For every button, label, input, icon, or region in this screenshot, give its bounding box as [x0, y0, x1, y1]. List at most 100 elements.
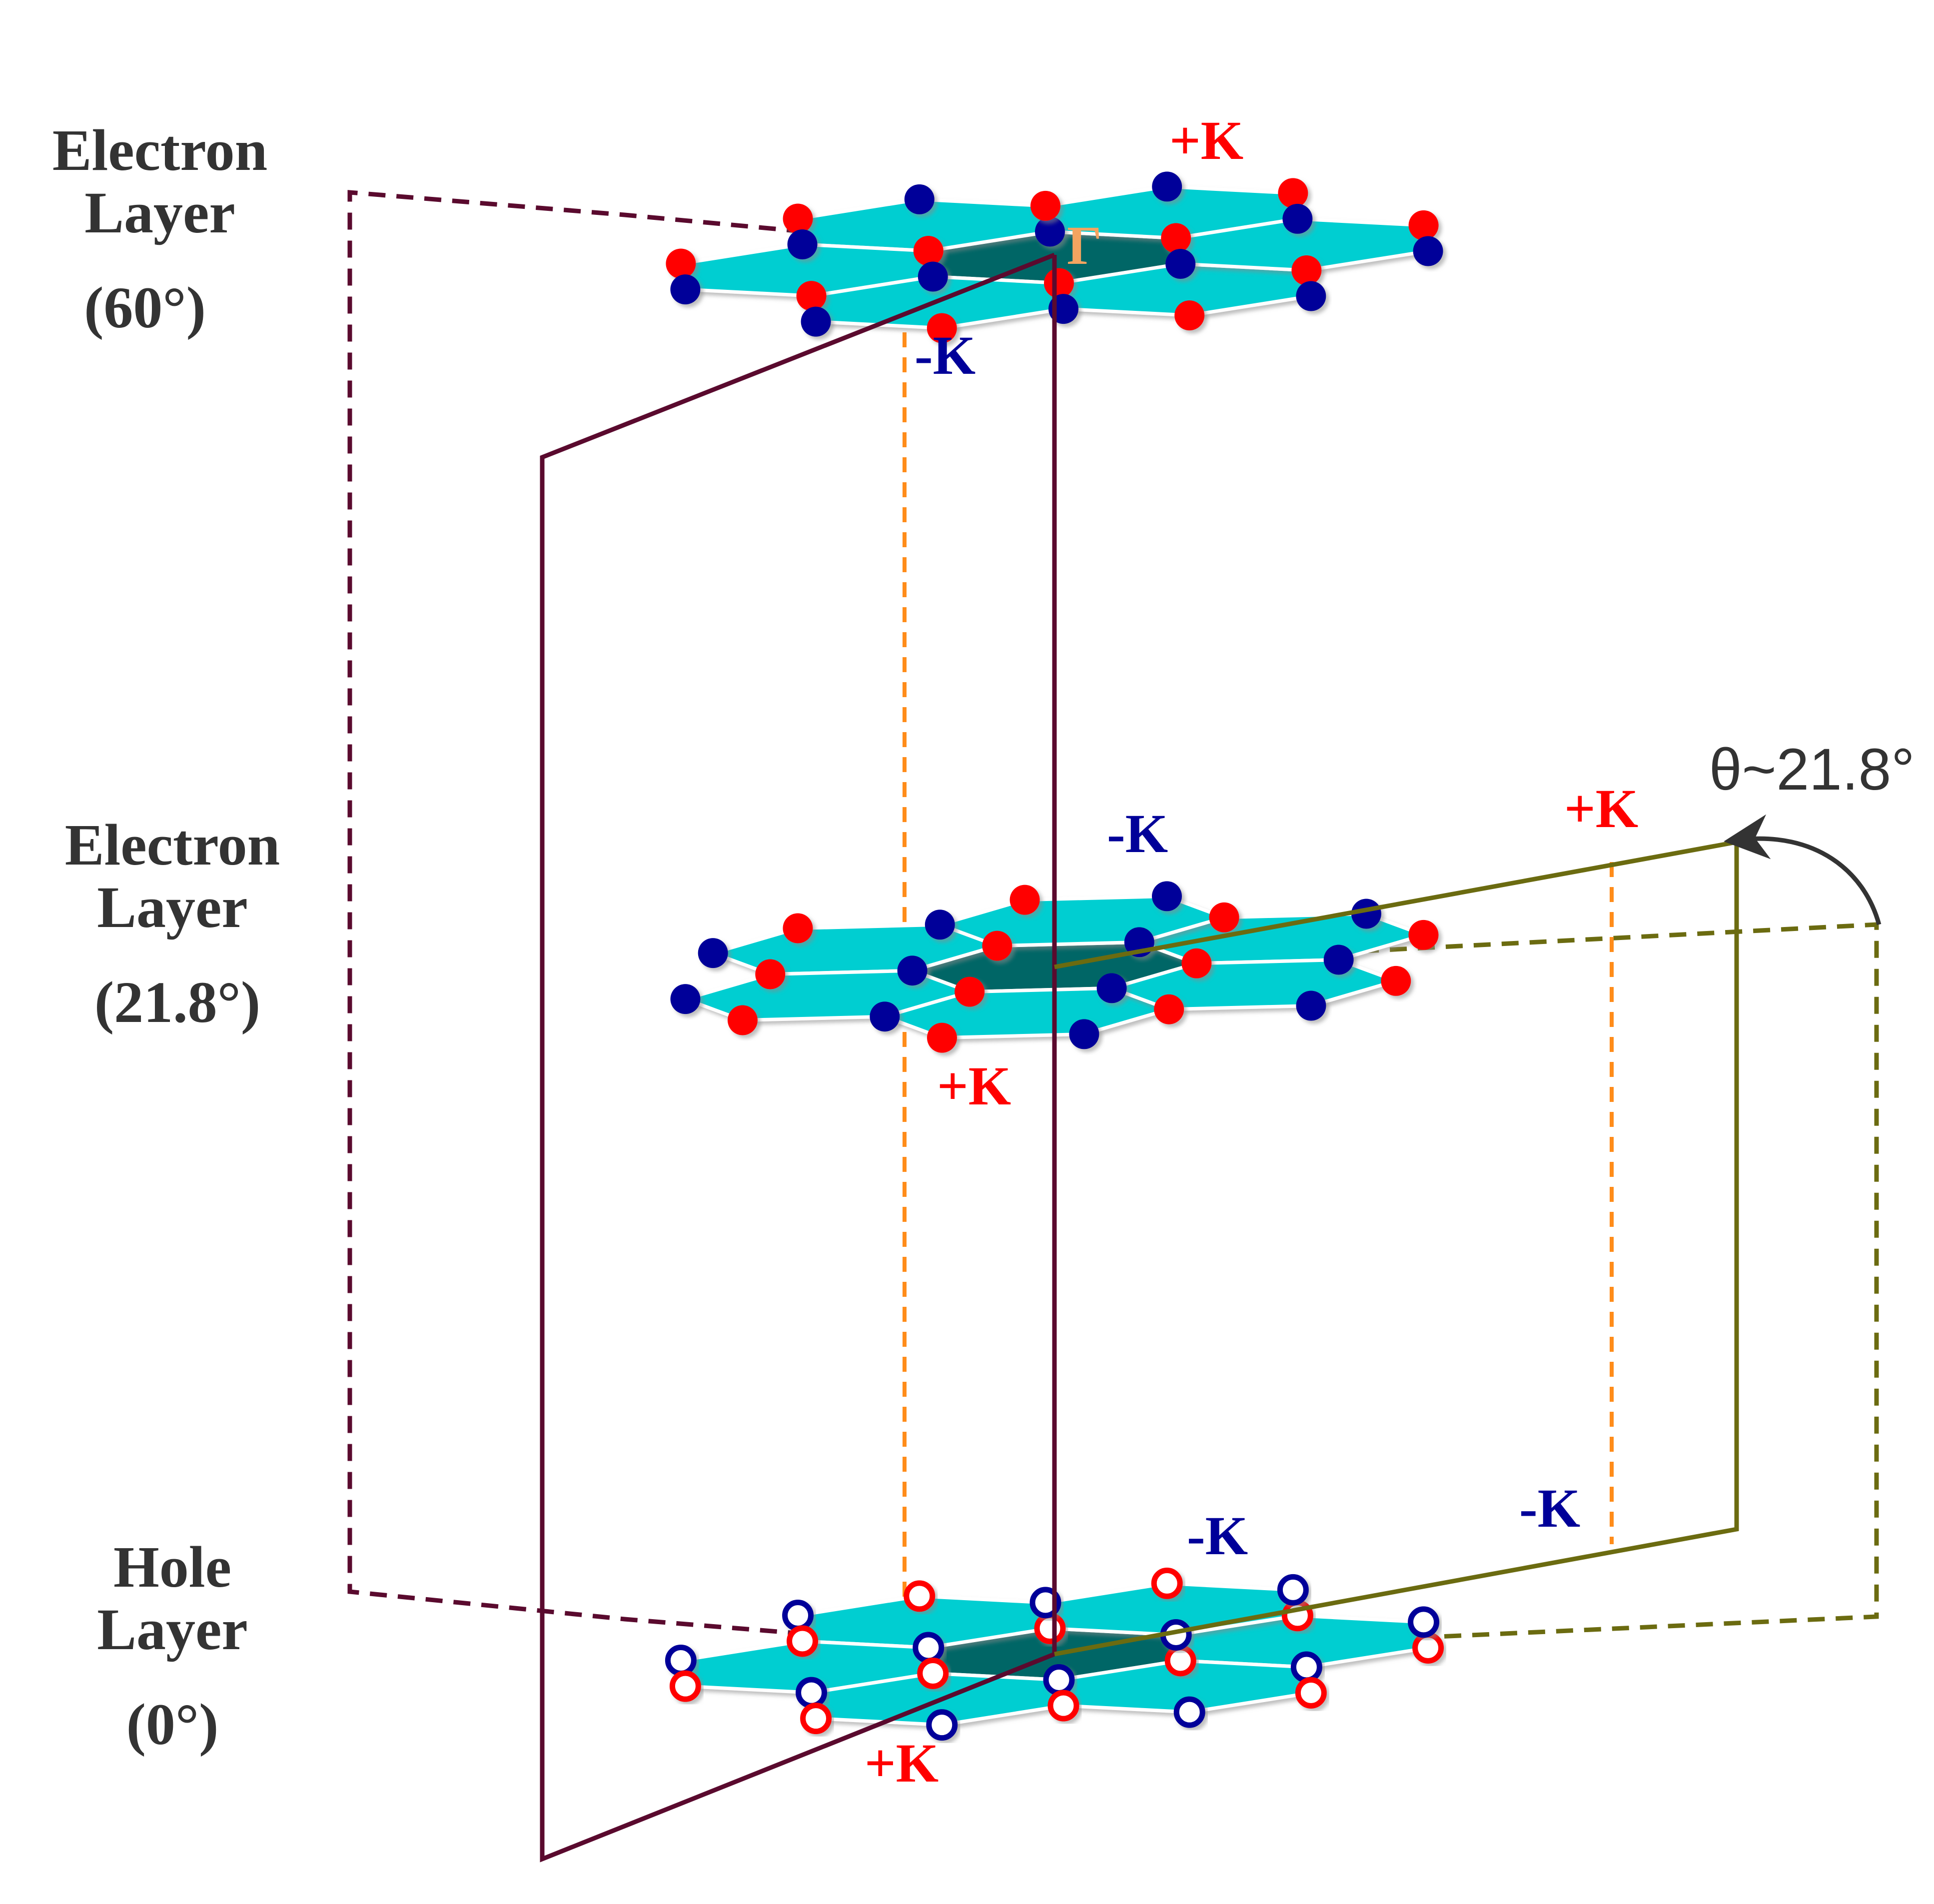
- plus-k-valley-point: [1151, 1567, 1183, 1599]
- minus-k-valley-point: [913, 1632, 945, 1664]
- plus-k-valley-point: [1030, 190, 1060, 221]
- plus-k-valley-point: [796, 281, 827, 311]
- curved-arrow-icon: [1724, 814, 1882, 926]
- top-layer-name-line2: Layer: [84, 180, 235, 245]
- plus-k-valley-point: [783, 203, 813, 234]
- bottom-plus-k-label: +K: [865, 1733, 939, 1794]
- minus-k-valley-point: [796, 1677, 828, 1709]
- plus-k-valley-point: [1164, 1645, 1196, 1677]
- minus-k-valley-point: [870, 1001, 900, 1032]
- top-minus-k-label: -K: [915, 325, 975, 386]
- middle-layer-angle: (21.8°): [94, 969, 260, 1035]
- plus-k-valley-point: [1381, 965, 1411, 996]
- plus-k-valley-point: [1009, 885, 1040, 915]
- minus-k-valley-point: [1290, 1651, 1322, 1683]
- middle-minus-k-label: -K: [1107, 803, 1168, 864]
- minus-k-valley-point: [1029, 1587, 1061, 1619]
- minus-k-valley-point: [801, 306, 831, 337]
- twist-angle-annotation: θ~21.8°: [1709, 737, 1915, 926]
- minus-k-valley-point: [698, 938, 728, 968]
- middle-layer-name-line1: Electron: [65, 812, 280, 878]
- minus-k-valley-point: [787, 229, 818, 259]
- minus-k-valley-point: [670, 274, 701, 305]
- plus-k-valley-point: [1209, 902, 1239, 933]
- front-frame-lines: [540, 252, 1739, 1863]
- minus-k-valley-point: [1096, 973, 1127, 1003]
- plus-k-valley-point: [783, 913, 813, 944]
- plus-k-valley-point: [1291, 255, 1322, 285]
- plus-k-valley-point: [927, 313, 957, 343]
- electron-layer-60-lattice: [666, 171, 1443, 343]
- minus-k-valley-point: [670, 984, 701, 1014]
- plus-k-valley-point: [1161, 223, 1191, 253]
- minus-k-valley-point: [897, 955, 928, 986]
- bottom-minus-k-label: -K: [1187, 1505, 1248, 1566]
- minus-k-valley-point: [665, 1645, 697, 1676]
- minus-k-valley-point: [1069, 1019, 1099, 1049]
- plus-k-valley-point: [1408, 920, 1439, 950]
- plus-k-valley-point: [728, 1005, 758, 1035]
- maroon-dashed-frame: [347, 190, 1055, 1657]
- top-layer-angle: (60°): [84, 275, 206, 340]
- plus-k-valley-point: [1295, 1677, 1327, 1709]
- minus-k-valley-point: [1173, 1696, 1205, 1728]
- valley-labels: Γ +K -K -K +K +K -K -K +K: [865, 110, 1638, 1794]
- minus-k-valley-point: [1413, 236, 1443, 266]
- bottom-layer-name-line2: Layer: [97, 1597, 247, 1662]
- plus-k-valley-point: [666, 248, 696, 279]
- plus-k-valley-point: [913, 236, 944, 266]
- plus-k-valley-point: [787, 1625, 819, 1657]
- minus-k-valley-point: [926, 1709, 958, 1741]
- bottom-minus-k-right-label: -K: [1519, 1478, 1580, 1539]
- minus-k-valley-point: [782, 1600, 814, 1631]
- plus-k-valley-point: [982, 931, 1012, 961]
- plus-k-valley-point: [1044, 268, 1074, 298]
- middle-plus-k-center-label: +K: [937, 1055, 1011, 1116]
- olive-dashed-frame: [1054, 922, 1879, 1657]
- plus-k-valley-point: [1278, 178, 1308, 208]
- minus-k-valley-point: [1035, 216, 1065, 247]
- bottom-layer-angle: (0°): [126, 1692, 219, 1757]
- top-layer-name-line1: Electron: [52, 117, 267, 183]
- minus-k-valley-point: [1152, 881, 1182, 912]
- maroon-solid-frame: [540, 252, 1057, 1863]
- top-plus-k-label: +K: [1169, 110, 1243, 171]
- electron-layer-21-8-lattice: [670, 881, 1439, 1053]
- plus-k-valley-point: [1034, 1613, 1066, 1644]
- plus-k-valley-point: [1408, 210, 1439, 240]
- plus-k-valley-point: [1412, 1632, 1444, 1664]
- plus-k-valley-point: [1047, 1690, 1079, 1722]
- minus-k-valley-point: [1323, 945, 1354, 975]
- middle-plus-k-right-label: +K: [1564, 778, 1638, 839]
- minus-k-valley-point: [1282, 203, 1313, 234]
- minus-k-valley-point: [918, 261, 948, 292]
- plus-k-valley-point: [669, 1670, 701, 1702]
- plus-k-valley-point: [955, 976, 985, 1007]
- plus-k-valley-point: [904, 1580, 936, 1612]
- minus-k-valley-point: [904, 184, 935, 214]
- bottom-layer-name-line1: Hole: [113, 1534, 231, 1600]
- minus-k-valley-point: [1152, 171, 1182, 202]
- olive-solid-frame: [1054, 839, 1739, 1657]
- minus-k-valley-point: [1043, 1664, 1075, 1696]
- minus-k-valley-point: [1296, 990, 1326, 1021]
- layer-labels: Electron Layer (60°) Electron Layer (21.…: [52, 117, 280, 1757]
- plus-k-valley-point: [1154, 994, 1184, 1024]
- minus-k-valley-point: [1277, 1574, 1309, 1606]
- hole-layer-lattice: [665, 1567, 1444, 1741]
- plus-k-valley-point: [927, 1022, 957, 1053]
- plus-k-valley-point: [917, 1658, 949, 1689]
- gamma-point-label: Γ: [1067, 215, 1102, 276]
- minus-k-valley-point: [1165, 249, 1196, 279]
- plus-k-valley-point: [800, 1703, 832, 1735]
- theta-label: θ~21.8°: [1709, 737, 1915, 803]
- minus-k-valley-point: [1296, 281, 1326, 311]
- plus-k-valley-point: [1174, 300, 1205, 331]
- plus-k-valley-point: [755, 959, 786, 989]
- minus-k-valley-point: [1408, 1606, 1440, 1638]
- plus-k-valley-point: [1181, 948, 1212, 978]
- minus-k-valley-point: [925, 910, 955, 940]
- middle-layer-name-line2: Layer: [97, 875, 247, 940]
